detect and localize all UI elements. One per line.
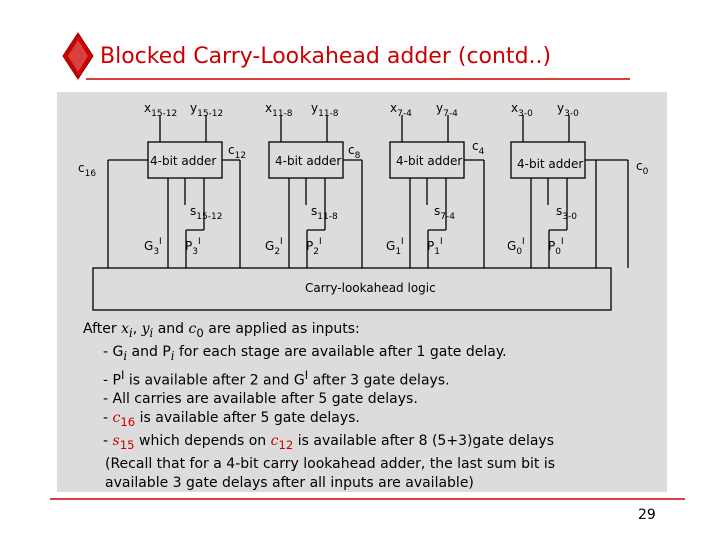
adder-label-1: 4-bit adder — [396, 154, 462, 168]
sum-label-2: s11-8 — [311, 204, 338, 222]
notes-bullet-pi-gi: - PI is available after 2 and GI after 3… — [103, 367, 450, 389]
x-input-label-1: x7-4 — [390, 101, 412, 119]
p-label-2: P2I — [306, 237, 322, 257]
g-label-3: G3I — [144, 237, 162, 257]
notes-recall-line2: available 3 gate delays after all inputs… — [105, 474, 474, 491]
adder-label-2: 4-bit adder — [275, 154, 341, 168]
title-decoration — [62, 32, 630, 80]
p-label-0: P0I — [548, 237, 564, 257]
notes-bullet-s15: - s15 which depends on c12 is available … — [103, 433, 555, 452]
cla-logic-box — [92, 267, 612, 311]
carry-label-c12: c12 — [228, 143, 246, 161]
carry-label-c4: c4 — [472, 139, 485, 157]
g-label-1: G1I — [386, 237, 404, 257]
y-input-label-0: y3-0 — [557, 101, 579, 119]
diagram-panel — [57, 92, 667, 492]
explanation-notes: After xi, yi and c0 are applied as input… — [83, 320, 663, 493]
notes-recall-line1: (Recall that for a 4-bit carry lookahead… — [105, 455, 556, 472]
x-input-label-0: x3-0 — [511, 101, 533, 119]
carry-label-c8: c8 — [348, 143, 361, 161]
notes-bullet-c16: - c16 is available after 5 gate delays. — [103, 410, 360, 430]
notes-bullet-gp: - Gi and Pi for each stage are available… — [103, 343, 507, 363]
carry-label-c0: c0 — [636, 159, 649, 177]
x-input-label-2: x11-8 — [265, 101, 293, 119]
x-input-label-3: x15-12 — [144, 101, 177, 119]
red-diamond-icon — [62, 32, 94, 80]
y-input-label-3: y15-12 — [190, 101, 223, 119]
footer-rule — [50, 498, 685, 500]
carry-label-c16: c16 — [78, 161, 96, 179]
sum-label-1: s7-4 — [434, 204, 455, 222]
adder-label-0: 4-bit adder — [517, 157, 583, 171]
page-number: 29 — [638, 507, 656, 523]
p-label-1: P1I — [427, 237, 443, 257]
notes-bullet-carries: - All carries are available after 5 gate… — [103, 391, 418, 408]
cla-label: Carry-lookahead logic — [305, 281, 436, 295]
sum-label-0: s3-0 — [556, 204, 577, 222]
g-label-0: G0I — [507, 237, 525, 257]
g-label-2: G2I — [265, 237, 283, 257]
sum-label-3: s15-12 — [190, 204, 222, 222]
page-title: Blocked Carry-Lookahead adder (contd..) — [100, 44, 552, 69]
y-input-label-1: y7-4 — [436, 101, 458, 119]
y-input-label-2: y11-8 — [311, 101, 339, 119]
adder-label-3: 4-bit adder — [150, 154, 216, 168]
p-label-3: P3I — [185, 237, 201, 257]
notes-intro: After xi, yi and c0 are applied as input… — [83, 321, 360, 340]
